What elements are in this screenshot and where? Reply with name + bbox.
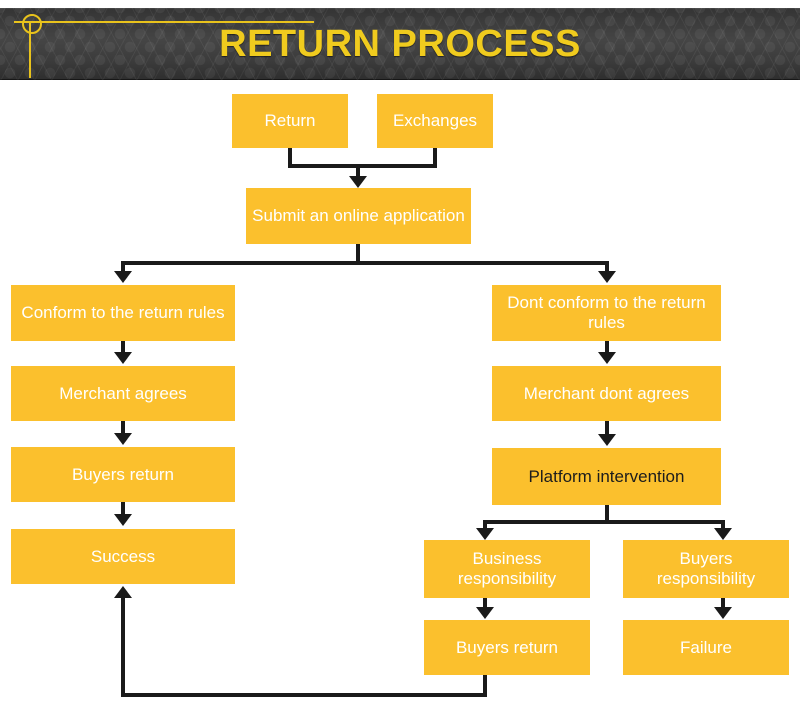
node-exchanges[interactable]: Exchanges [377, 94, 493, 148]
edge-buyers-resp-to-failure [721, 598, 725, 609]
node-dont-conform-to-return-rules[interactable]: Dont conform to the return rules [492, 285, 721, 341]
arrowhead-to-failure [714, 607, 732, 619]
node-buyers-responsibility[interactable]: Buyers responsibility [623, 540, 789, 598]
edge-exchanges-to-merge [433, 148, 437, 168]
node-conform-to-return-rules[interactable]: Conform to the return rules [11, 285, 235, 341]
edge-feedback-horizontal [121, 693, 487, 697]
node-label: Buyers return [71, 464, 175, 484]
arrowhead-to-conform [114, 271, 132, 283]
node-label: Dont conform to the return rules [507, 293, 706, 332]
node-return[interactable]: Return [232, 94, 348, 148]
arrowhead-to-buyers-responsibility [714, 528, 732, 540]
arrowhead-to-business-responsibility [476, 528, 494, 540]
node-label: Buyers return [455, 637, 559, 657]
node-label: Buyers responsibility [656, 549, 756, 588]
node-label: Submit an online application [252, 206, 465, 226]
edge-feedback-up [121, 598, 125, 693]
edge-conform-to-merchant-agrees [121, 341, 125, 353]
page-title: RETURN PROCESS [219, 22, 581, 65]
guide-line-horizontal [14, 21, 314, 23]
edge-platform-to-split [605, 505, 609, 523]
guide-line-vertical [29, 21, 31, 78]
edge-split-to-business-resp [483, 520, 487, 530]
edge-split-to-dont-conform [605, 261, 609, 273]
node-buyers-return-left[interactable]: Buyers return [11, 447, 235, 502]
edge-return-to-merge [288, 148, 292, 168]
node-merchant-agrees[interactable]: Merchant agrees [11, 366, 235, 421]
edge-split-to-conform [121, 261, 125, 273]
arrowhead-to-submit [349, 176, 367, 188]
arrowhead-feedback-to-success [114, 586, 132, 598]
crosshair-marker-icon [22, 14, 42, 34]
node-label: Merchant dont agrees [523, 383, 690, 403]
node-label: Merchant agrees [59, 383, 187, 403]
arrowhead-to-buyers-return-left [114, 433, 132, 445]
edge-buyers-return-to-success [121, 502, 125, 515]
node-merchant-dont-agrees[interactable]: Merchant dont agrees [492, 366, 721, 421]
edge-business-resp-to-buyers-return [483, 598, 487, 609]
edge-split-to-buyers-resp [721, 520, 725, 530]
arrowhead-to-buyers-return-right [476, 607, 494, 619]
arrowhead-to-dont-conform [598, 271, 616, 283]
edge-merge-to-submit [356, 164, 360, 178]
node-label: Success [90, 546, 156, 566]
node-label: Failure [680, 637, 732, 657]
node-label: Exchanges [392, 111, 478, 131]
edge-submit-to-split [356, 244, 360, 264]
edge-platform-split-bar [483, 520, 725, 524]
node-business-responsibility[interactable]: Business responsibility [424, 540, 590, 598]
edge-merchant-dont-agrees-to-platform [605, 421, 609, 435]
node-label: Platform intervention [528, 466, 685, 486]
header-banner: RETURN PROCESS [0, 8, 800, 80]
node-submit-application[interactable]: Submit an online application [246, 188, 471, 244]
node-label: Return [264, 111, 316, 131]
arrowhead-to-merchant-agrees [114, 352, 132, 364]
node-label: Business responsibility [457, 549, 557, 588]
edge-merchant-agrees-to-buyers-return [121, 421, 125, 433]
node-failure[interactable]: Failure [623, 620, 789, 675]
edge-merge-bar-top [288, 164, 437, 168]
arrowhead-to-merchant-dont-agrees [598, 352, 616, 364]
arrowhead-to-platform [598, 434, 616, 446]
edge-dont-conform-to-merchant-dont-agrees [605, 341, 609, 353]
arrowhead-to-success [114, 514, 132, 526]
node-buyers-return-right[interactable]: Buyers return [424, 620, 590, 675]
node-label: Conform to the return rules [21, 303, 225, 323]
node-success[interactable]: Success [11, 529, 235, 584]
node-platform-intervention[interactable]: Platform intervention [492, 448, 721, 505]
edge-feedback-down [483, 675, 487, 697]
edge-split-bar [121, 261, 609, 265]
